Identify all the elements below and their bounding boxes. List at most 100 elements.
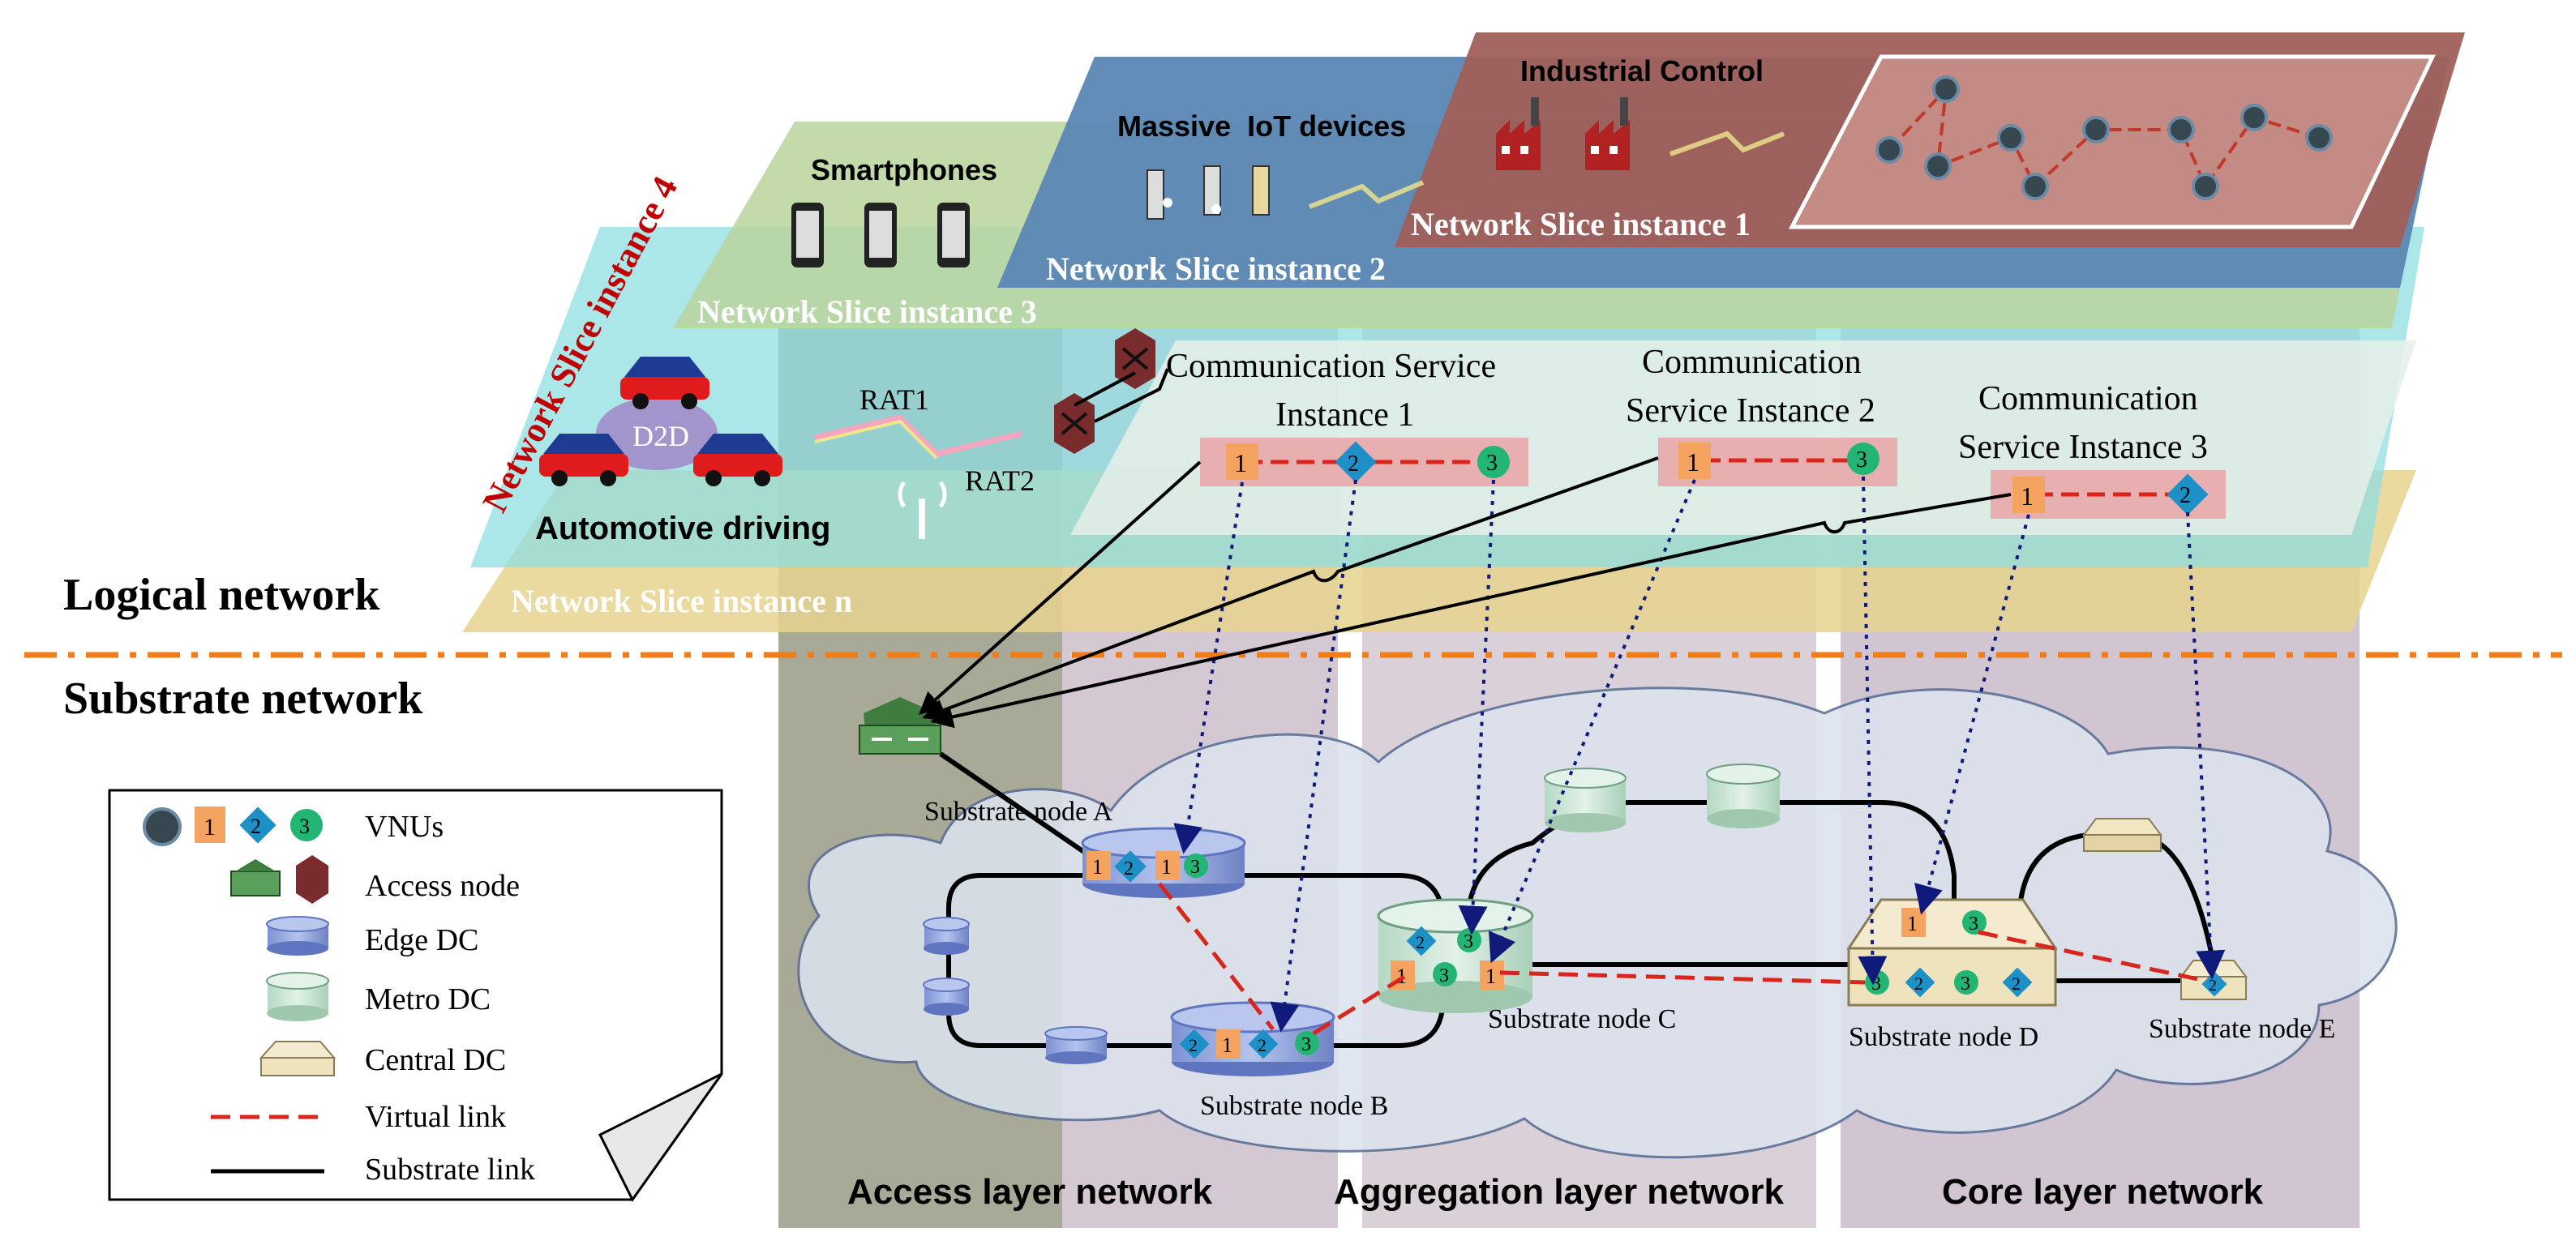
substrate-node-d xyxy=(1846,898,2058,1007)
car-icon xyxy=(693,434,782,486)
vnu-label: 2 xyxy=(1416,932,1425,952)
vnu-label: 1 xyxy=(1485,965,1496,988)
csi-2-bar: 1 3 xyxy=(1658,438,1897,486)
core-layer-label: Core layer network xyxy=(1942,1172,2264,1212)
slice-1-topology xyxy=(1875,75,2333,200)
substrate-node-b-label: Substrate node B xyxy=(1200,1091,1388,1121)
vnu-label: 2 xyxy=(1914,973,1923,994)
legend-substrate-link-label: Substrate link xyxy=(365,1153,535,1187)
d2d-cloud-icon xyxy=(596,397,718,470)
vnu-label: 1 xyxy=(1092,855,1103,879)
vnu-1-square xyxy=(1678,443,1711,479)
csi-1-label-line2: Instance 1 xyxy=(1275,396,1414,434)
legend-vnus-label: VNUs xyxy=(365,810,444,844)
smartphones-label: Smartphones xyxy=(811,153,997,186)
vnu-label: 2 xyxy=(1189,1035,1198,1055)
legend-metro-dc-label: Metro DC xyxy=(365,982,491,1016)
substrate-node-e-label: Substrate node E xyxy=(2149,1014,2335,1044)
csi-3-bar: 1 2 xyxy=(1991,470,2226,519)
vnu-label: 3 xyxy=(1486,451,1498,476)
legend-access-node-icon xyxy=(230,855,328,904)
topology-node xyxy=(2240,104,2268,131)
legend-vnu-green-circle xyxy=(290,809,323,841)
vnu-1-square xyxy=(1226,443,1258,480)
wireless-link-icon xyxy=(1308,180,1425,209)
wireless-link-icon xyxy=(814,419,938,460)
vnu-label: 3 xyxy=(1871,973,1881,995)
topology-node xyxy=(2305,124,2333,152)
vnu-label: 2 xyxy=(2209,977,2217,995)
wireless-link-icon xyxy=(1669,130,1785,156)
slice-1-label: Network Slice instance 1 xyxy=(1411,206,1751,242)
vnu-group: 2 1 2 3 xyxy=(1179,1029,1319,1059)
legend-virtual-link-label: Virtual link xyxy=(365,1100,506,1134)
car-icon xyxy=(539,434,628,486)
legend-vnu-orange-square xyxy=(195,806,225,843)
metro-dc-icon xyxy=(1706,764,1781,828)
vnu-label: 3 xyxy=(1439,965,1449,986)
slice-3-label: Network Slice instance 3 xyxy=(697,293,1037,330)
vnu-3-circle xyxy=(1847,443,1879,475)
topology-node xyxy=(1924,152,1952,180)
vnu-label: 3 xyxy=(1856,447,1867,473)
vnu-3-circle xyxy=(1477,446,1510,478)
substrate-access-node-icon xyxy=(859,697,941,755)
topology-node xyxy=(2192,173,2219,200)
substrate-node-d-label: Substrate node D xyxy=(1849,1022,2038,1052)
vnu-label: 2 xyxy=(1258,1035,1267,1055)
vnu-label: 1 xyxy=(2021,481,2034,511)
topology-node xyxy=(1875,136,1903,164)
vnu-label: 1 xyxy=(1161,855,1172,879)
radio-access-node-icon xyxy=(1054,393,1095,454)
legend-edge-dc-icon xyxy=(266,916,329,956)
vnu-label: 2 xyxy=(1124,858,1134,879)
topology-node xyxy=(2021,173,2049,200)
iot-device-icon xyxy=(1147,165,1270,220)
access-layer-label: Access layer network xyxy=(847,1172,1213,1212)
vnu-label: 1 xyxy=(1234,448,1247,477)
substrate-node-c-label: Substrate node C xyxy=(1488,1004,1676,1034)
substrate-virtual-links xyxy=(1158,882,2206,1036)
vnu-label: 3 xyxy=(1464,931,1473,952)
logical-network-heading: Logical network xyxy=(63,570,380,620)
vnu-label: 1 xyxy=(204,814,216,841)
vnu-label: 2 xyxy=(251,815,261,838)
substrate-node-e: 2 xyxy=(2180,960,2248,1000)
legend-access-node-label: Access node xyxy=(365,869,520,903)
aggregation-layer-label: Aggregation layer network xyxy=(1334,1172,1785,1212)
csi-1-label-line1: Communication Service xyxy=(1166,348,1496,385)
topology-node xyxy=(1997,124,2025,152)
vnu-label: 1 xyxy=(1222,1033,1232,1057)
legend-metro-dc-icon xyxy=(266,972,329,1021)
vnu-2-diamond xyxy=(1335,441,1377,483)
vnu-label: 3 xyxy=(1961,973,1970,995)
edge-dc-icon xyxy=(923,917,970,955)
legend-vnu-dark-circle xyxy=(143,807,182,846)
substrate-node-a-label: Substrate node A xyxy=(924,797,1113,827)
access-links xyxy=(918,456,2012,729)
csi-3-label-line1: Communication xyxy=(1978,380,2198,417)
csi-2-label-line1: Communication xyxy=(1642,344,1862,381)
car-icon xyxy=(620,357,709,409)
smartphone-icon xyxy=(791,203,970,267)
legend-edge-dc-label: Edge DC xyxy=(365,923,478,957)
metro-dc-icon xyxy=(1544,768,1627,832)
topology-node xyxy=(2082,116,2110,143)
legend: 1 2 3 VNUs Access node Edge DC Metro DC … xyxy=(108,789,723,1202)
topology-node xyxy=(1932,75,1960,103)
topology-node xyxy=(2167,116,2195,143)
vnu-1-square xyxy=(2012,477,2045,513)
antenna-icon xyxy=(898,481,947,539)
edge-dc-icon xyxy=(923,978,970,1016)
vnu-label: 3 xyxy=(1969,913,1978,935)
d2d-label: D2D xyxy=(632,420,689,452)
vnu-label: 2 xyxy=(2012,973,2021,994)
legend-central-dc-icon xyxy=(259,1041,336,1076)
rat1-label: RAT1 xyxy=(859,383,929,416)
vnu-label: 3 xyxy=(1301,1034,1311,1055)
wireless-link-icon xyxy=(814,414,1022,457)
vnu-label: 2 xyxy=(1348,451,1359,477)
slice-2-label: Network Slice instance 2 xyxy=(1046,250,1386,287)
csi-1-bar: 1 2 3 xyxy=(1200,438,1528,486)
